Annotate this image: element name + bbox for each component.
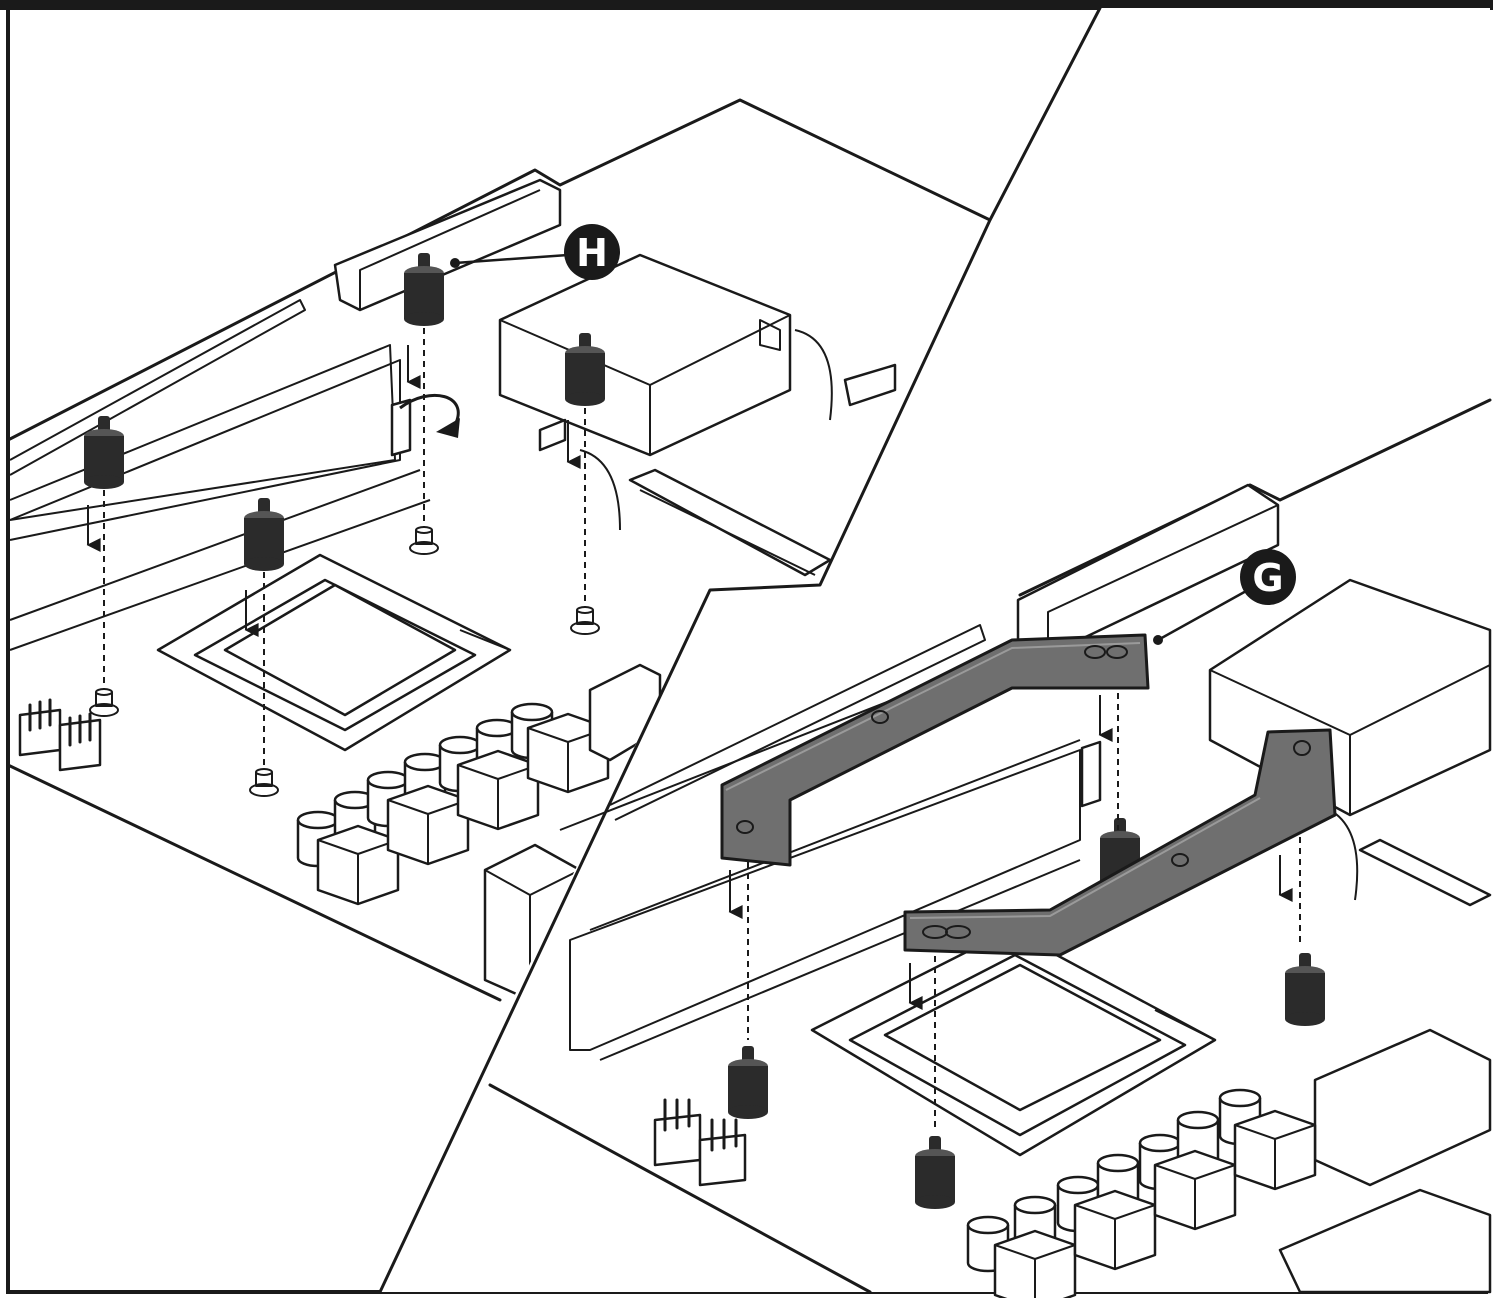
callout-g: G <box>1153 549 1296 645</box>
rotate-arrow-icon <box>399 393 460 438</box>
standoff-icon <box>908 945 955 1209</box>
left-panel: H <box>6 98 992 1002</box>
callout-g-label: G <box>1252 556 1283 600</box>
panel-divider <box>378 6 1490 1294</box>
standoff-icon <box>404 253 444 555</box>
bracket-icon <box>903 728 1337 957</box>
right-panel: G <box>488 398 1492 1298</box>
bracket-icon <box>720 633 1150 867</box>
standoff-icon <box>1098 660 1140 891</box>
standoff-icon <box>244 498 284 797</box>
fan-header-left <box>18 698 102 772</box>
standoff-icon <box>1278 760 1325 1026</box>
top-black-bar <box>0 0 1493 10</box>
standoff-icon <box>565 333 605 635</box>
standoff-icon <box>84 416 124 717</box>
callout-h: H <box>450 224 620 280</box>
fan-header-right <box>653 1098 747 1187</box>
standoff-icon <box>728 840 768 1119</box>
callout-h-label: H <box>576 231 608 275</box>
